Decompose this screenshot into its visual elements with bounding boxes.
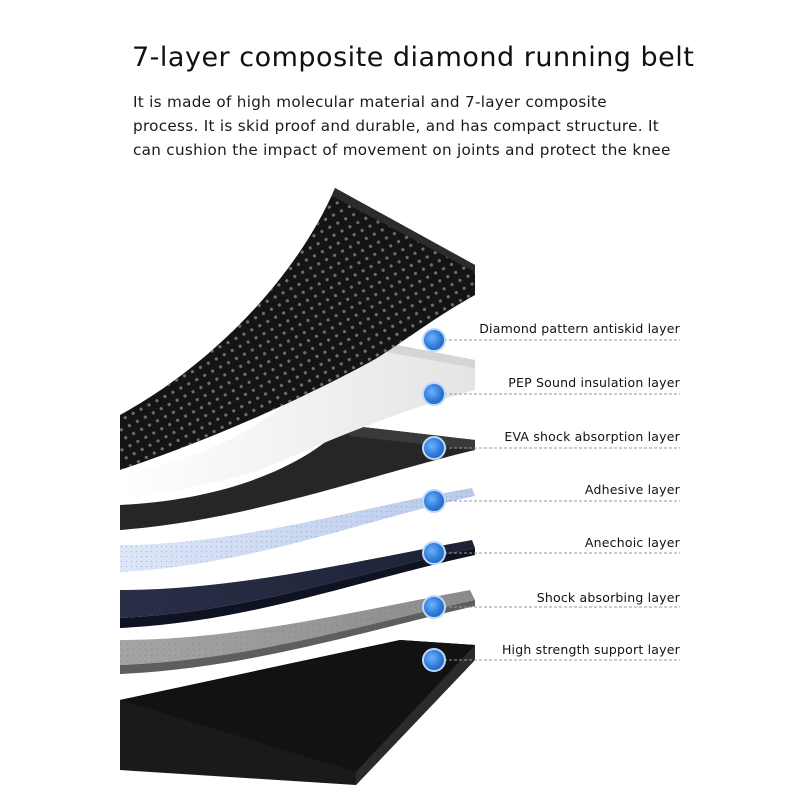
- shock-absorbing-layer-shape: [120, 590, 475, 674]
- leader-lines: [434, 339, 680, 661]
- layer-label-adhesive: Adhesive layer: [584, 482, 680, 497]
- layer-label-support: High strength support layer: [501, 642, 680, 657]
- layer-label-anechoic: Anechoic layer: [584, 535, 680, 550]
- layer-label-eva: EVA shock absorption layer: [504, 429, 680, 444]
- description-line: process. It is skid proof and durable, a…: [133, 117, 660, 135]
- description: It is made of high molecular material an…: [133, 90, 753, 162]
- antiskid-layer-shape: [120, 188, 475, 470]
- marker-dot: [422, 382, 446, 406]
- description-line: It is made of high molecular material an…: [133, 93, 607, 111]
- marker-dot: [422, 541, 446, 565]
- description-line: can cushion the impact of movement on jo…: [133, 141, 671, 159]
- adhesive-layer-shape: [120, 488, 475, 572]
- marker-dot: [422, 436, 446, 460]
- marker-dot: [422, 595, 446, 619]
- marker-dot: [422, 328, 446, 352]
- marker-dot: [422, 489, 446, 513]
- page-title: 7-layer composite diamond running belt: [132, 42, 695, 73]
- marker-dot: [422, 648, 446, 672]
- layer-label-shock-absorbing: Shock absorbing layer: [536, 590, 680, 605]
- layer-label-pep: PEP Sound insulation layer: [508, 375, 680, 390]
- layer-label-antiskid: Diamond pattern antiskid layer: [479, 321, 680, 336]
- layer-markers: [422, 328, 446, 672]
- support-layer-shape: [120, 640, 475, 785]
